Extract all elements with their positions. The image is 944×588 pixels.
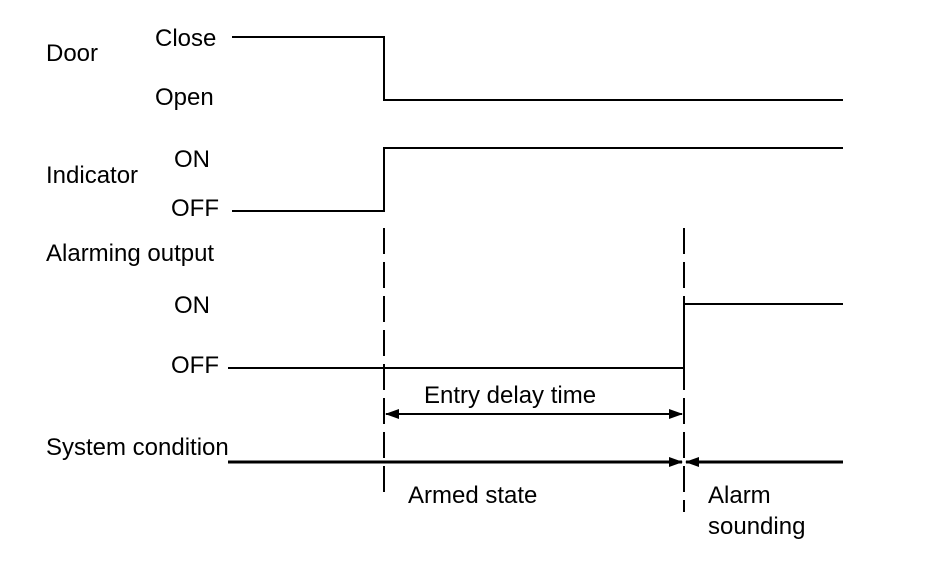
- indicator-waveform: [232, 147, 843, 212]
- indicator-off-label: OFF: [171, 195, 219, 222]
- alarm-on-label: ON: [174, 292, 210, 319]
- armed-state-label: Armed state: [408, 482, 538, 509]
- alarm-off-label: OFF: [171, 352, 219, 379]
- alarm-sounding-label-line2: sounding: [708, 513, 806, 540]
- door-open-label: Open: [155, 84, 214, 111]
- door-close-label: Close: [155, 25, 217, 52]
- system-condition-label: System condition: [46, 434, 229, 461]
- door-waveform: [232, 36, 843, 101]
- indicator-on-label: ON: [174, 146, 210, 173]
- alarm-output-label: Alarming output: [46, 240, 215, 267]
- entry-delay-label: Entry delay time: [424, 382, 597, 409]
- alarm-output-waveform: [228, 303, 843, 369]
- indicator-label: Indicator: [46, 162, 139, 189]
- door-label: Door: [46, 40, 99, 67]
- alarm-sounding-label-line1: Alarm: [708, 482, 771, 509]
